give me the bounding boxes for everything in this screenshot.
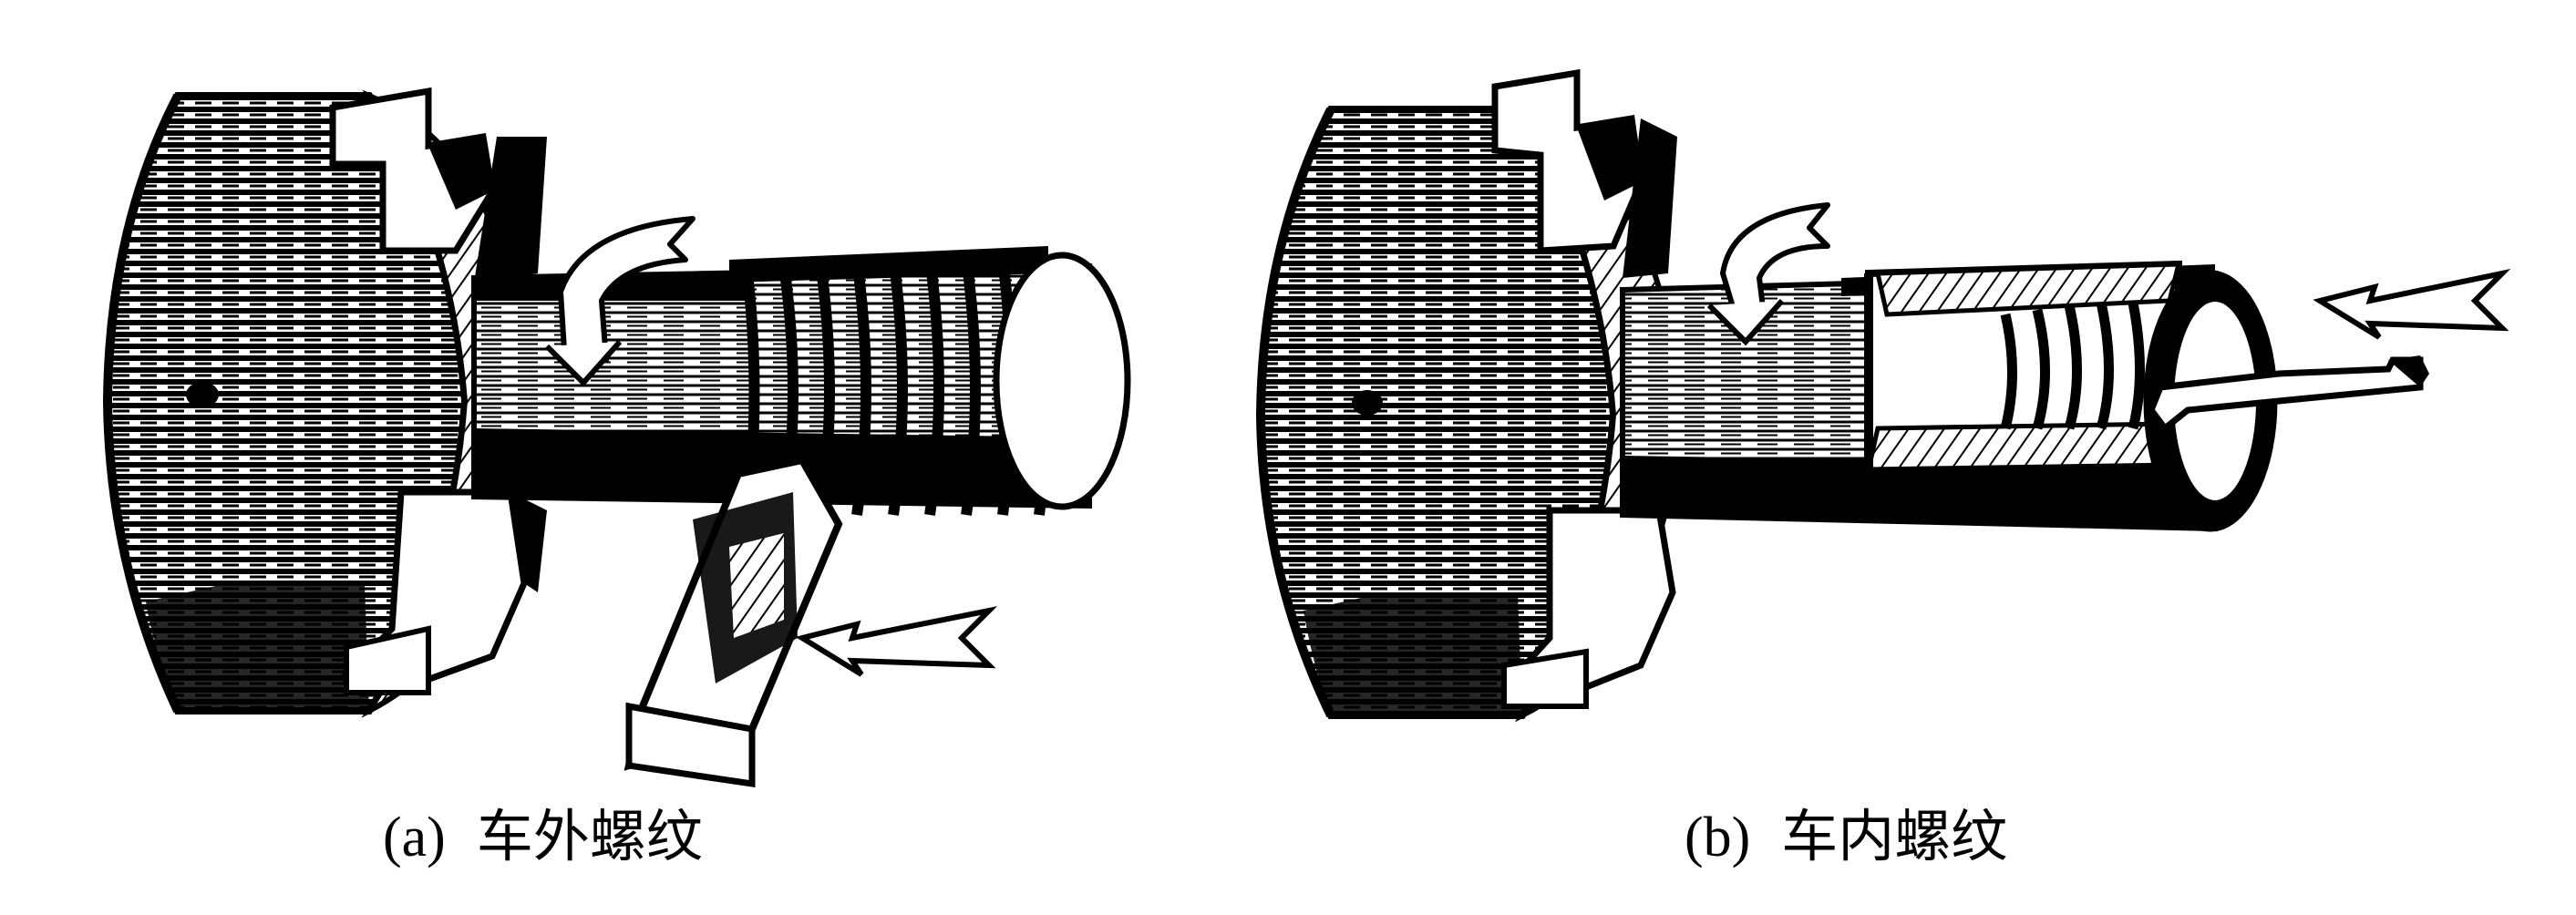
figure-b-tag: (b) — [1685, 807, 1751, 869]
figure-a-caption: (a) 车外螺纹 — [383, 809, 703, 866]
figure-b-label: 车内螺纹 — [1781, 807, 2008, 869]
chuck-key-hole — [1352, 390, 1383, 416]
rotation-arrow-icon — [1706, 202, 1830, 346]
boring-threading-tool-icon — [2148, 355, 2429, 433]
figure-b-internal-threading — [1255, 68, 2511, 723]
rotation-arrow-icon — [544, 216, 696, 387]
chuck-jaw-bottom — [1498, 507, 1676, 709]
figure-a-label: 车外螺纹 — [476, 807, 703, 869]
figure-a-external-threading — [102, 87, 1131, 788]
chuck-jaw-top — [1491, 68, 1677, 278]
feed-arrow-icon — [795, 606, 998, 677]
lathe-chuck-icon — [1255, 68, 1685, 723]
chuck-key-hole — [186, 382, 219, 407]
figure-b-caption: (b) 车内螺纹 — [1685, 809, 2007, 866]
threading-tool-icon — [623, 456, 843, 788]
chuck-jaw-bottom — [340, 488, 547, 696]
lathe-chuck-icon — [102, 87, 547, 718]
workpiece-internal-thread-icon — [1620, 260, 2278, 532]
chuck-jaw-top — [329, 87, 547, 283]
feed-arrow-icon — [2313, 269, 2511, 340]
figure-a-tag: (a) — [383, 807, 446, 869]
